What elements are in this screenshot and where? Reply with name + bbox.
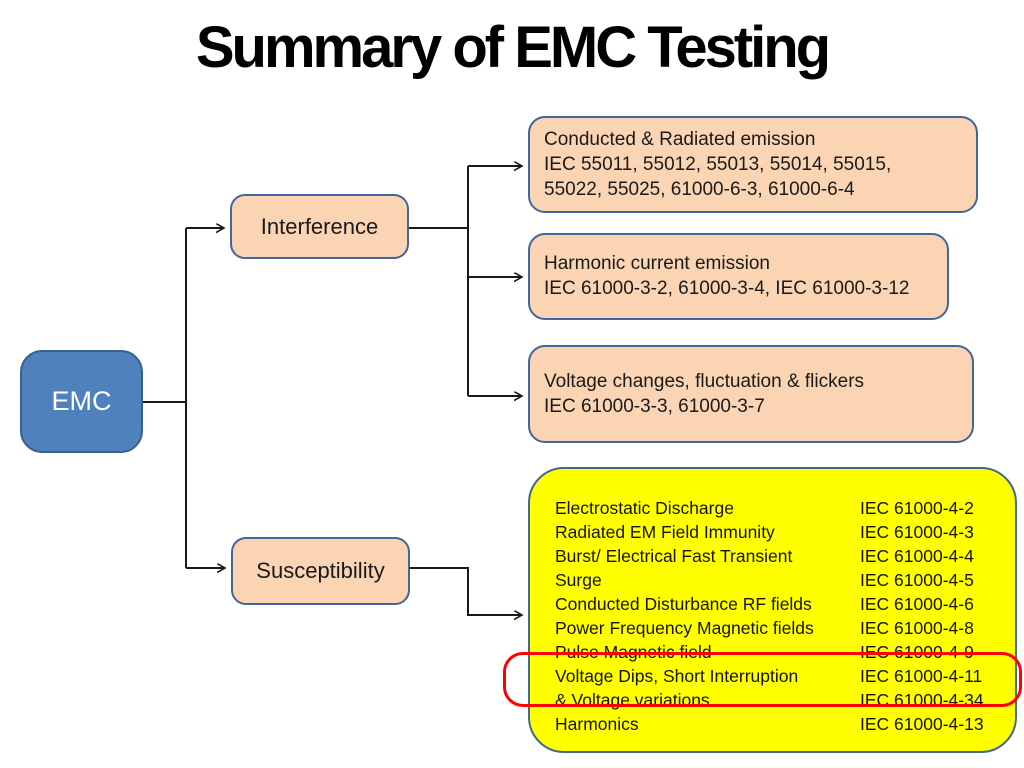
standard-code: IEC 61000-4-8: [860, 617, 974, 638]
test-name: Burst/ Electrical Fast Transient: [555, 545, 793, 566]
box-line: Harmonic current emission: [544, 253, 770, 274]
table-row: Surge IEC 61000-4-5: [555, 568, 1005, 592]
box-line: Conducted & Radiated emission: [544, 129, 816, 150]
standard-code: IEC 61000-4-2: [860, 497, 974, 518]
table-row: Conducted Disturbance RF fields IEC 6100…: [555, 592, 1005, 616]
immunity-standards-panel: Electrostatic Discharge IEC 61000-4-2 Ra…: [528, 467, 1017, 753]
slide-title: Summary of EMC Testing: [195, 15, 831, 80]
immunity-standards-table: Electrostatic Discharge IEC 61000-4-2 Ra…: [555, 496, 1005, 736]
standard-code: IEC 61000-4-3: [860, 521, 974, 542]
box-voltage-changes-flicker: Voltage changes, fluctuation & flickers …: [528, 345, 974, 443]
node-susceptibility: Susceptibility: [231, 537, 410, 605]
box-line: 55022, 55025, 61000-6-3, 61000-6-4: [544, 179, 855, 200]
table-row: Burst/ Electrical Fast Transient IEC 610…: [555, 544, 1005, 568]
node-interference: Interference: [230, 194, 409, 259]
highlight-outline-voltage-dips: [503, 652, 1022, 707]
box-line: IEC 61000-3-2, 61000-3-4, IEC 61000-3-12: [544, 278, 910, 299]
box-harmonic-current-emission: Harmonic current emission IEC 61000-3-2,…: [528, 233, 949, 320]
standard-code: IEC 61000-4-4: [860, 545, 974, 566]
node-susceptibility-label: Susceptibility: [256, 558, 385, 583]
test-name: Power Frequency Magnetic fields: [555, 617, 814, 638]
node-emc-label: EMC: [51, 386, 112, 416]
test-name: Harmonics: [555, 713, 639, 734]
node-interference-label: Interference: [260, 213, 379, 239]
table-row: Radiated EM Field Immunity IEC 61000-4-3: [555, 520, 1005, 544]
box-line: IEC 55011, 55012, 55013, 55014, 55015,: [544, 154, 892, 175]
box-line: Voltage changes, fluctuation & flickers: [544, 371, 865, 392]
standard-code: IEC 61000-4-11: [860, 665, 983, 686]
standard-code: IEC 61000-4-5: [860, 569, 974, 590]
node-emc: EMC: [20, 350, 143, 453]
standard-code: IEC 61000-4-6: [860, 593, 974, 614]
table-row-highlighted: Voltage Dips, Short Interruption IEC 610…: [555, 664, 1005, 688]
test-name: Conducted Disturbance RF fields: [555, 593, 812, 614]
box-line: IEC 61000-3-3, 61000-3-7: [544, 396, 765, 417]
test-name: Radiated EM Field Immunity: [555, 521, 775, 542]
table-row: Power Frequency Magnetic fields IEC 6100…: [555, 616, 1005, 640]
test-name: Surge: [555, 569, 602, 590]
standard-code: IEC 61000-4-13: [860, 713, 984, 734]
test-name: Electrostatic Discharge: [555, 497, 734, 518]
table-row: Pulse Magnetic field IEC 61000-4-9: [555, 640, 1005, 664]
edge-to-immunity-panel: [410, 567, 522, 615]
table-row: Harmonics IEC 61000-4-13: [555, 712, 1005, 736]
test-name: Pulse Magnetic field: [555, 641, 712, 662]
box-conducted-radiated-emission: Conducted & Radiated emission IEC 55011,…: [528, 116, 978, 213]
test-name: Voltage Dips, Short Interruption: [555, 665, 799, 686]
standard-code: IEC 61000-4-9: [860, 641, 974, 662]
table-row: Electrostatic Discharge IEC 61000-4-2: [555, 496, 1005, 520]
